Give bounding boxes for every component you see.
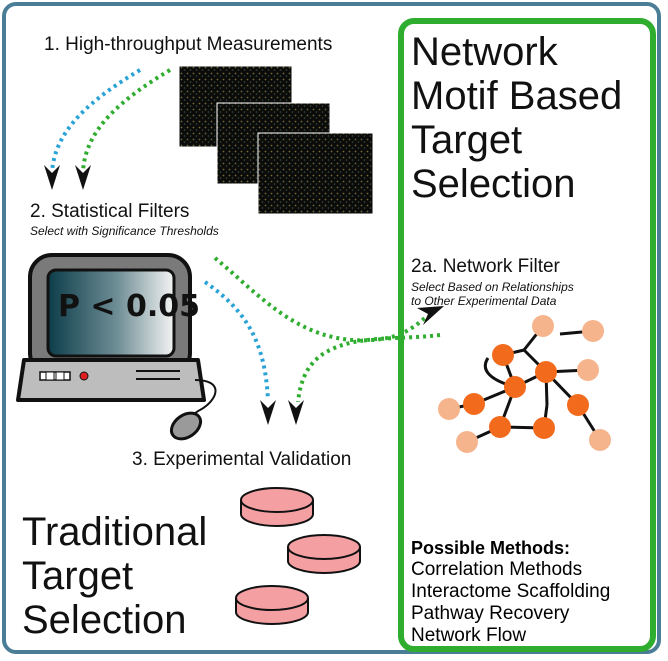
- blue-path-2: [203, 280, 270, 401]
- step2-subtitle: Select with Significance Thresholds: [30, 224, 219, 238]
- green-path-network-to-validation: [296, 333, 441, 403]
- possible-methods: Possible Methods: Correlation Methods In…: [411, 538, 610, 647]
- arrowhead-icon: [417, 306, 444, 325]
- method-item: Interactome Scaffolding: [411, 581, 611, 602]
- petri-dishes: [235, 487, 361, 625]
- outer-frame: [2, 2, 661, 654]
- arrowheads-other: [260, 306, 444, 425]
- petri-dish-icon: [235, 585, 309, 625]
- network-filter-sub-2: to Other Experimental Data: [411, 294, 557, 308]
- step3-label: 3. Experimental Validation: [132, 449, 352, 470]
- computer-screen-text: P < 0.05: [58, 289, 201, 324]
- arrowheads-step2: [44, 165, 91, 190]
- method-item: Correlation Methods: [411, 559, 583, 580]
- arrowhead-icon: [288, 400, 304, 425]
- methods-heading: Possible Methods:: [411, 538, 571, 558]
- paths-from-step2: [203, 256, 441, 403]
- network-title: Network Motif Based Target Selection: [411, 30, 623, 206]
- arrowhead-icon: [44, 165, 60, 190]
- network-graph: [438, 315, 611, 453]
- computer-icon: [16, 253, 217, 441]
- method-item: Pathway Recovery: [411, 603, 570, 624]
- method-item: Network Flow: [411, 625, 527, 646]
- arrowhead-icon: [75, 165, 91, 190]
- step1-label: 1. High-throughput Measurements: [44, 34, 333, 55]
- paths-step1-to-step2: [50, 68, 172, 173]
- step2-label: 2. Statistical Filters: [30, 201, 190, 222]
- petri-dish-icon: [240, 487, 314, 527]
- network-filter-title: 2a. Network Filter: [411, 256, 560, 277]
- blue-path-1: [50, 68, 142, 173]
- microarray-images: [178, 65, 374, 215]
- green-path-to-network: [213, 256, 427, 343]
- traditional-title: Traditional Target Selection: [22, 510, 208, 642]
- petri-dish-icon: [287, 534, 361, 574]
- arrowhead-icon: [260, 400, 276, 425]
- green-path-1: [81, 68, 172, 173]
- network-filter-sub-1: Select Based on Relationships: [411, 280, 574, 294]
